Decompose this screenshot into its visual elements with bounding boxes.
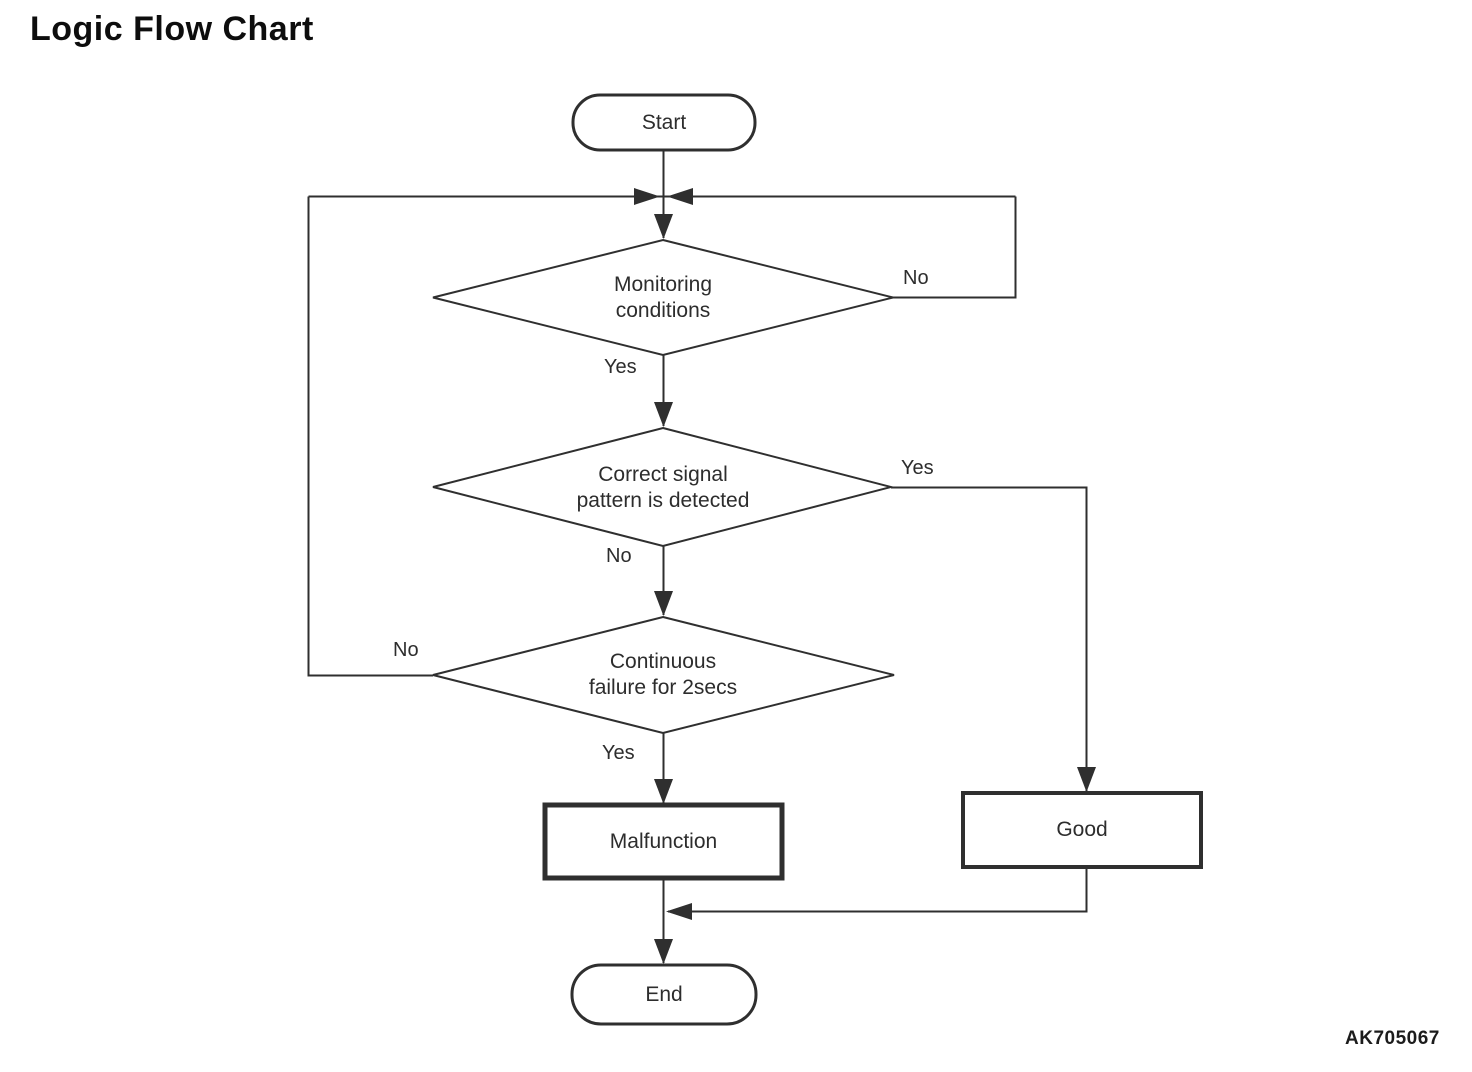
document-code: AK705067 xyxy=(1345,1028,1440,1049)
signal-decision-shape xyxy=(432,426,895,548)
failure-decision-shape xyxy=(432,615,895,735)
arrowhead-junction-left-icon xyxy=(667,188,693,205)
arrowhead-into-good-icon xyxy=(1077,767,1096,792)
edge-good-to-merge xyxy=(668,867,1088,913)
edge-failure-no xyxy=(307,196,433,677)
start-terminator-shape xyxy=(571,93,757,152)
arrowhead-into-failure-icon xyxy=(654,591,673,616)
arrowhead-merge-left-icon xyxy=(666,903,692,920)
page-title: Logic Flow Chart xyxy=(30,10,314,48)
arrowhead-into-signal-icon xyxy=(654,402,673,427)
end-terminator-shape xyxy=(570,963,758,1026)
malfunction-process-shape xyxy=(542,802,785,881)
arrowhead-into-malfunction-icon xyxy=(654,779,673,804)
edge-signal-yes xyxy=(891,486,1088,791)
good-process-shape xyxy=(961,791,1203,869)
edge-monitoring-no xyxy=(893,196,1017,299)
arrowhead-junction-right-icon xyxy=(634,188,660,205)
arrowhead-into-end-icon xyxy=(654,939,673,964)
arrowhead-into-monitoring-icon xyxy=(654,214,673,239)
monitoring-decision-shape xyxy=(432,238,894,357)
